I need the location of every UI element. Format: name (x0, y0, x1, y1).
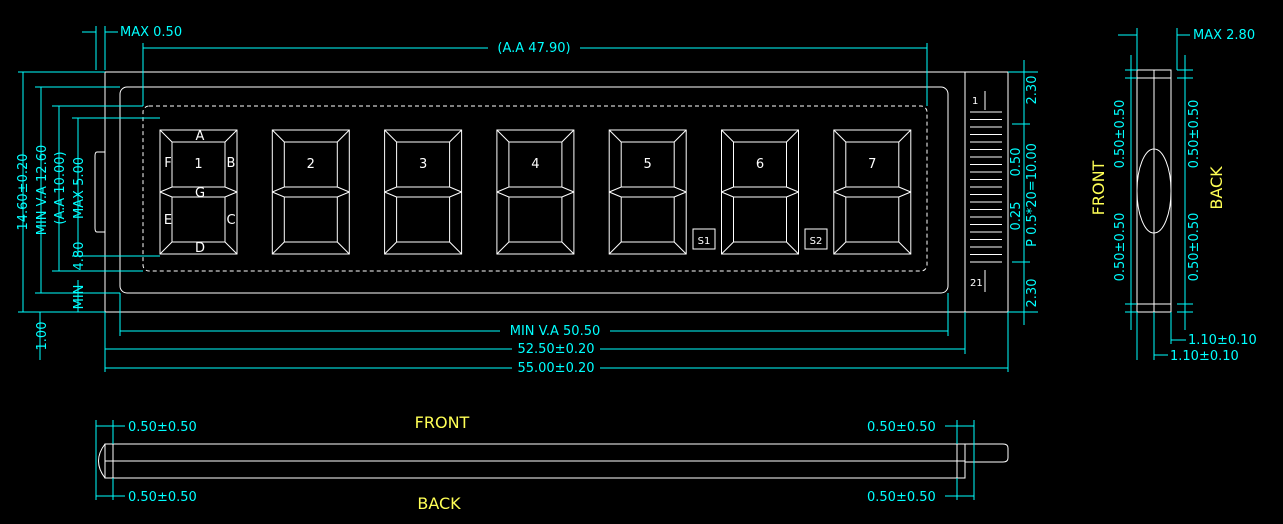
bottom-front-label: FRONT (415, 413, 470, 432)
dim-max-050: MAX 0.50 (120, 25, 182, 40)
symbol-s1-box (692, 228, 716, 250)
segment-label-e: E (164, 213, 172, 228)
bottom-glass-back (104, 460, 966, 479)
dim-height-total: 14.60±0.20 (16, 153, 31, 230)
side-front-lower: 0.50±0.50 (1113, 213, 1128, 282)
front-dimensions: MAX 0.50 (A.A 47.90) MIN V.A 50.50 52.50… (16, 25, 1040, 376)
symbol-s1: S1 (698, 236, 711, 247)
digit-number: 7 (868, 157, 876, 172)
bottom-bottom-left: 0.50±0.50 (128, 490, 197, 505)
symbol-s2-box (804, 228, 828, 250)
side-back-upper: 0.50±0.50 (1187, 100, 1202, 169)
side-back-lower: 0.50±0.50 (1187, 213, 1202, 282)
dim-min-480: 4.80 (72, 242, 87, 271)
digit-outline (833, 129, 912, 255)
digit-outline (496, 129, 575, 255)
digit-number: 5 (644, 157, 652, 172)
dim-min-va-height: MIN V.A 12.60 (35, 145, 50, 236)
pin-marker-21: 21 (970, 278, 983, 289)
connector-pins (970, 111, 1002, 263)
dim-pitch: P 0.5*20=10.00 (1025, 143, 1040, 247)
digit-outline (271, 129, 350, 255)
bottom-connector (965, 443, 1009, 463)
dim-outline-outer: 55.00±0.20 (517, 361, 594, 376)
dim-outline-inner: 52.50±0.20 (517, 342, 594, 357)
dim-pin-050: 0.50 (1009, 148, 1024, 177)
side-back-label: BACK (1207, 166, 1226, 210)
pin-marker-1: 1 (972, 96, 978, 107)
bottom-view: 0.50±0.50 0.50±0.50 0.50±0.50 0.50±0.50 … (95, 413, 1009, 513)
segment-label-a: A (196, 129, 205, 144)
side-glass-back (1153, 69, 1172, 313)
side-front-label: FRONT (1089, 160, 1108, 215)
digit-3: 3 (384, 129, 463, 255)
bottom-top-left: 0.50±0.50 (128, 420, 197, 435)
digit-4: 4 (496, 129, 575, 255)
dim-aa-height: (A.A 10.00) (53, 151, 68, 224)
side-bottom-dim-b: 1.10±0.10 (1170, 349, 1239, 364)
digit-number: 1 (194, 157, 202, 172)
digit-6: 6 (721, 129, 799, 255)
digit-number: 3 (419, 157, 427, 172)
digit-number: 2 (307, 157, 315, 172)
bottom-glass-front (104, 443, 966, 462)
digit-number: 6 (756, 157, 764, 172)
panel-outline (104, 71, 1009, 313)
symbol-s2: S2 (810, 236, 823, 247)
segment-label-g: G (195, 186, 205, 201)
dim-min-va-width: MIN V.A 50.50 (510, 324, 601, 339)
viewing-area (119, 86, 949, 294)
dim-min-label: MIN (72, 285, 87, 310)
segment-label-d: D (195, 241, 205, 256)
side-bottom-dim-a: 1.10±0.10 (1188, 333, 1257, 348)
segment-label-b: B (227, 156, 236, 171)
side-seal (1136, 148, 1172, 234)
digit-5: 5 (608, 129, 687, 255)
digit-outline (159, 129, 238, 255)
dim-pad-bottom: 2.30 (1025, 279, 1040, 308)
side-front-upper: 0.50±0.50 (1113, 100, 1128, 169)
digit-number: 4 (531, 157, 539, 172)
digit-outline (721, 129, 799, 255)
dim-bottom-100: 1.00 (35, 322, 50, 351)
segment-label-c: C (226, 213, 235, 228)
digit-outline (384, 129, 463, 255)
digit-group: 1 2 3 4 5 6 7 (159, 129, 912, 255)
digit-2: 2 (271, 129, 350, 255)
dim-max-280: MAX 2.80 (1193, 28, 1255, 43)
digit-1: 1 (159, 129, 238, 255)
segment-label-f: F (164, 156, 171, 171)
digit-7: 7 (833, 129, 912, 255)
digit-outline (608, 129, 687, 255)
side-glass-front (1136, 69, 1155, 313)
front-view: 1 2 3 4 5 6 7 A B C D E F G S1 S2 1 21 (94, 71, 1009, 313)
dim-pad-top: 2.30 (1025, 76, 1040, 105)
bottom-top-right: 0.50±0.50 (867, 420, 936, 435)
side-view: MAX 2.80 0.50±0.50 0.50±0.50 0.50±0.50 0… (1089, 28, 1257, 364)
bottom-back-label: BACK (417, 494, 461, 513)
dim-max-500: MAX 5.00 (72, 157, 87, 219)
dim-pin-025: 0.25 (1009, 202, 1024, 231)
active-area (142, 105, 928, 272)
bottom-left-cap (98, 443, 106, 479)
dim-aa-width: (A.A 47.90) (497, 41, 570, 56)
bottom-bottom-right: 0.50±0.50 (867, 490, 936, 505)
